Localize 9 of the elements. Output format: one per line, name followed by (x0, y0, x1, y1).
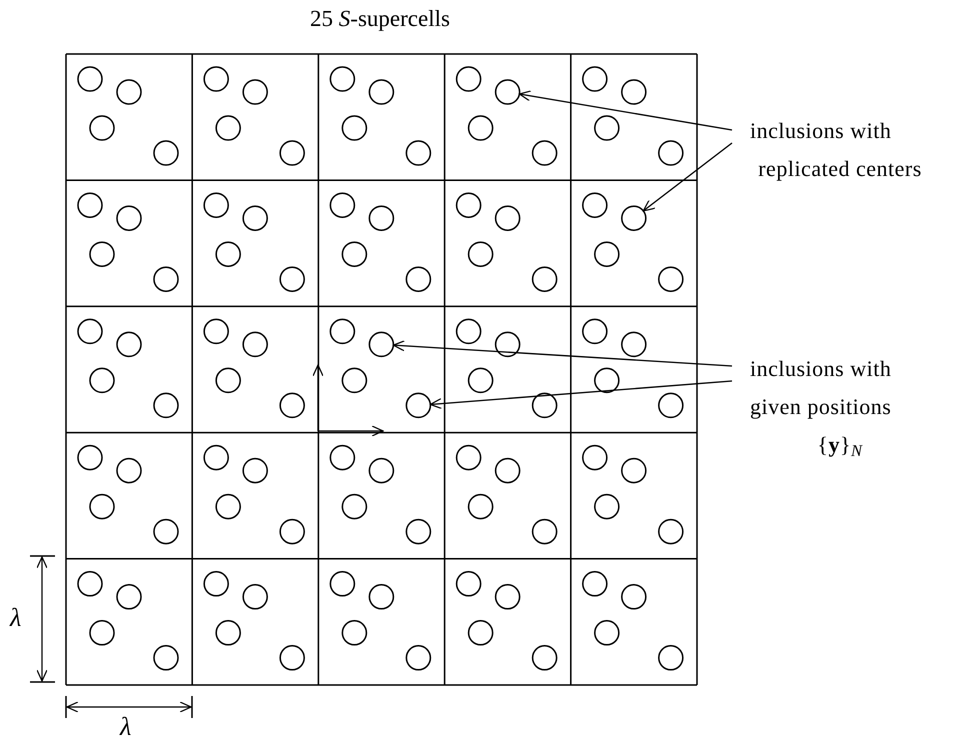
leader-line (430, 380, 732, 410)
title: 25 S-supercells (309, 5, 451, 33)
dimension-label: λ (120, 714, 132, 740)
leader-line (642, 142, 732, 212)
leader-line (392, 340, 732, 367)
leader-line (518, 90, 732, 131)
callout-text: inclusions with replicated centers (750, 117, 923, 183)
callout-text: inclusions with given positions {y}$_{N}$ (750, 355, 892, 462)
dimension-label: λ (10, 605, 22, 631)
